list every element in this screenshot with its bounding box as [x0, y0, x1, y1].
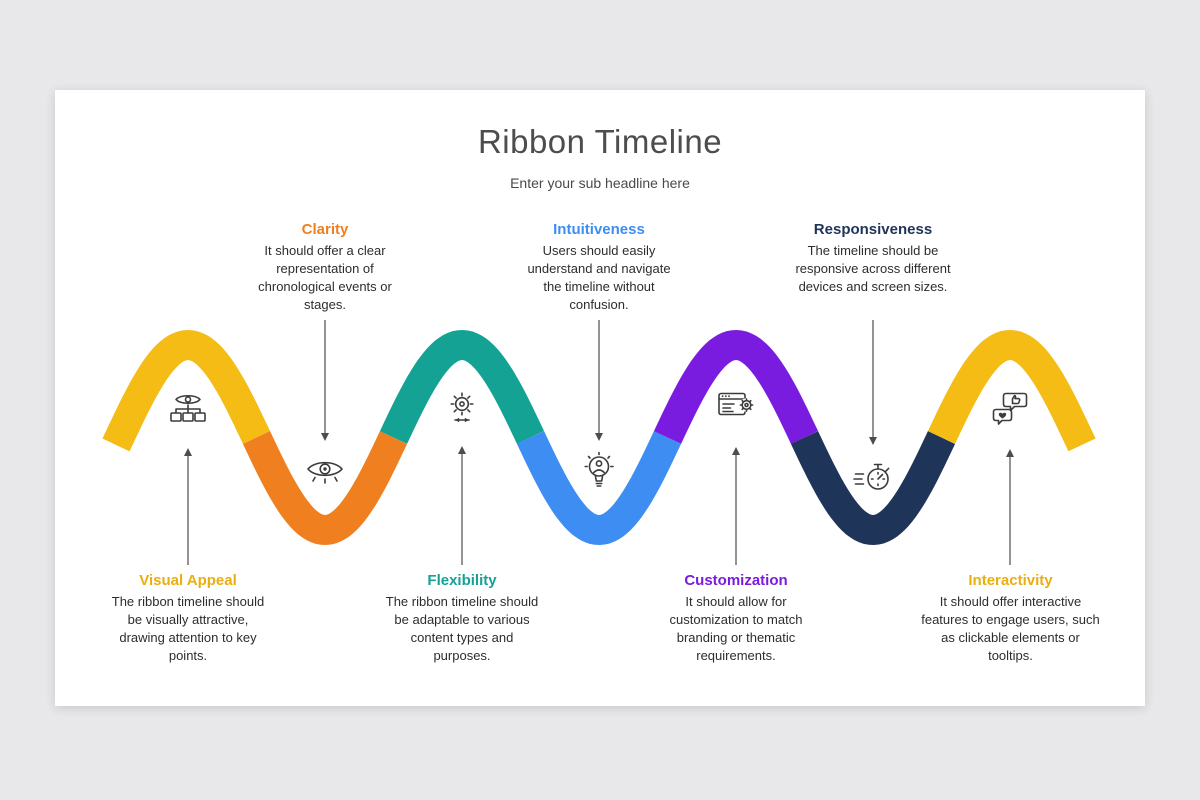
timeline-item-visual-appeal: Visual Appeal The ribbon timeline should… [108, 571, 268, 665]
timeline-item-interactivity: Interactivity It should offer interactiv… [918, 571, 1103, 665]
eye-network-icon [166, 390, 210, 434]
item-description: The timeline should be responsive across… [795, 243, 951, 294]
item-heading: Interactivity [968, 572, 1053, 589]
page-subtitle: Enter your sub headline here [510, 175, 690, 191]
timeline-item-clarity: Clarity It should offer a clear represen… [240, 220, 410, 314]
item-heading: Responsiveness [813, 221, 933, 238]
item-heading: Flexibility [427, 572, 497, 589]
browser-gear-icon [714, 385, 758, 429]
item-heading: Intuitiveness [553, 221, 645, 238]
page-title: Ribbon Timeline [477, 123, 723, 160]
timeline-item-customization: Customization It should allow for custom… [646, 571, 826, 665]
eye-icon [303, 450, 347, 494]
item-heading: Customization [684, 572, 788, 589]
cycle-gear-icon [440, 386, 484, 430]
idea-person-icon [577, 450, 621, 494]
timeline-item-intuitiveness: Intuitiveness Users should easily unders… [519, 220, 679, 314]
chat-reactions-icon [988, 388, 1032, 432]
item-description: It should offer interactive features to … [921, 594, 1100, 663]
item-heading: Visual Appeal [139, 572, 237, 589]
item-description: It should offer a clear representation o… [258, 243, 392, 312]
item-description: The ribbon timeline should be adaptable … [385, 594, 539, 663]
timeline-item-flexibility: Flexibility The ribbon timeline should b… [382, 571, 542, 665]
timeline-item-responsiveness: Responsiveness The timeline should be re… [793, 220, 953, 296]
item-description: It should allow for customization to mat… [669, 594, 803, 663]
stopwatch-icon [851, 454, 895, 498]
item-heading: Clarity [301, 221, 349, 238]
item-description: Users should easily understand and navig… [527, 243, 671, 312]
item-description: The ribbon timeline should be visually a… [111, 594, 265, 663]
